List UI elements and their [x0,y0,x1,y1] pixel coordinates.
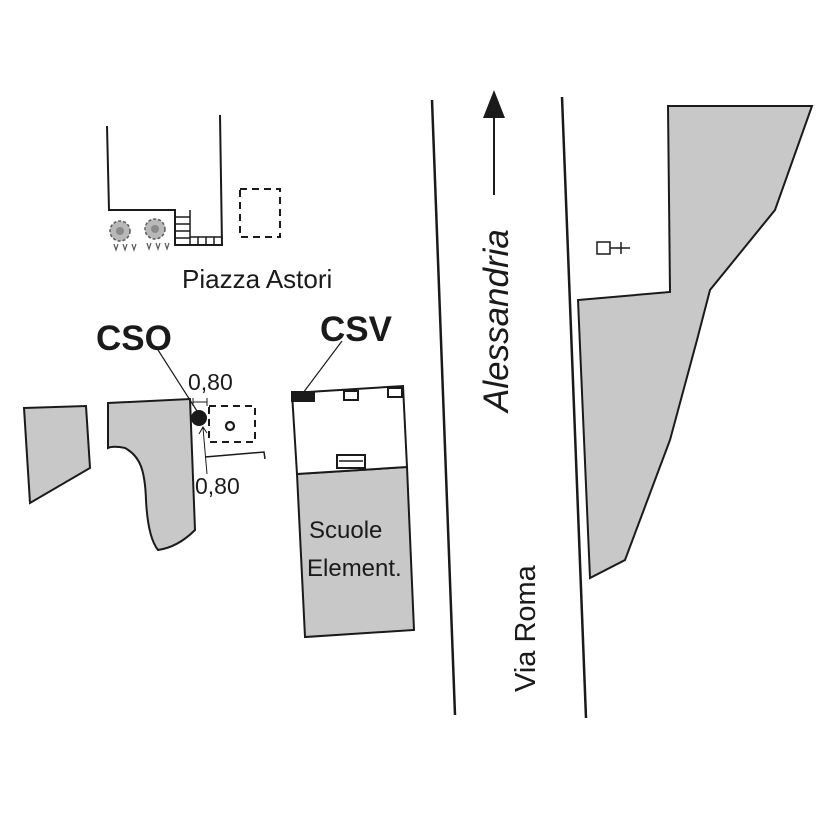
dim-arrow-bottom [198,426,208,475]
piazza-building-outline [106,114,224,246]
building-right-large [576,105,814,580]
small-structure [596,241,611,255]
manhole-icon [224,420,236,432]
street-edge-2 [560,96,588,719]
street-label-via-roma: Via Roma [510,564,542,692]
cso-point [191,410,207,426]
dimension-label-bottom: 0,80 [195,473,240,499]
courtyard-notch-2 [387,387,403,398]
stairs [175,210,222,245]
courtyard-notch-1 [343,390,359,401]
csv-label: CSV [320,310,393,349]
csv-marker [291,391,315,402]
dim-bracket [204,451,266,460]
dimension-label-top: 0,80 [188,369,233,395]
school-courtyard [290,384,409,476]
building-left-curved [107,397,197,552]
cso-leader [157,349,198,412]
cross-icon [610,242,630,254]
dashed-structure [239,188,281,238]
street-label-alessandria: Alessandria [477,229,516,414]
piazza-astori-label: Piazza Astori [182,264,332,294]
dim-arrow-top [192,398,208,406]
cso-label: CSO [96,319,172,358]
school-label-line1: Scuole [309,517,382,544]
cso-chamber [208,405,256,443]
street-edge-1 [430,99,457,716]
tree-icon [109,220,137,252]
csv-leader [302,340,343,394]
tree-icon [144,218,170,251]
school-label-line2: Element. [307,555,402,582]
school-building [295,465,416,639]
north-arrow-icon [483,90,505,118]
building-left-small [22,404,92,505]
